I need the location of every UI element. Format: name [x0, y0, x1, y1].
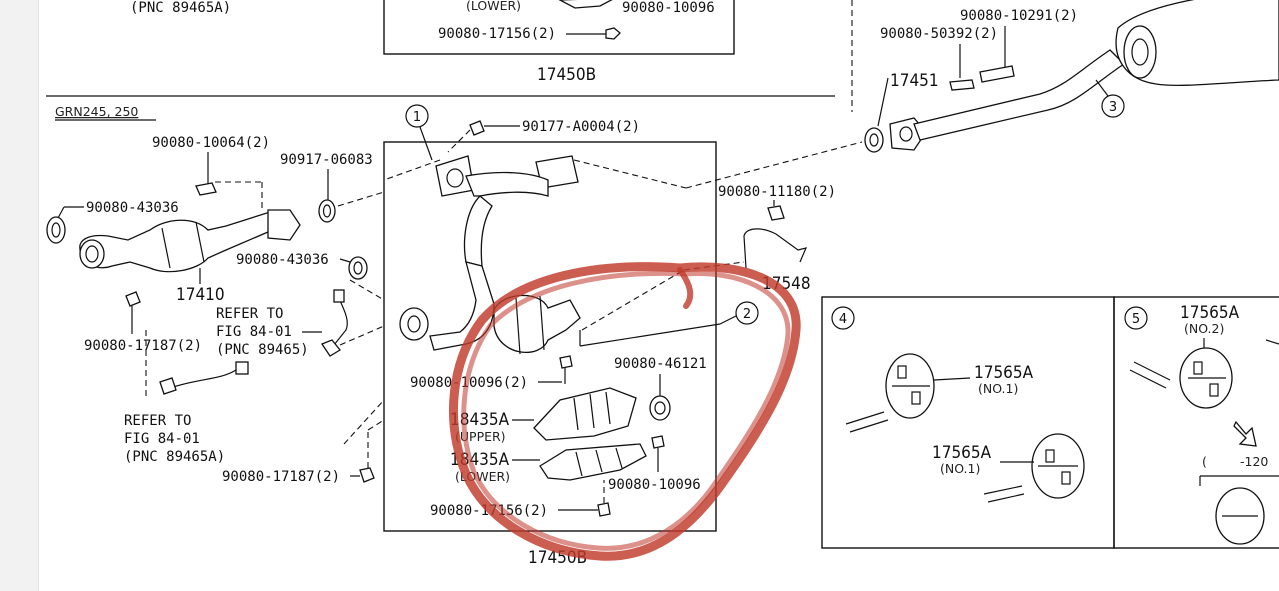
nut-10096-left-part — [559, 355, 573, 369]
part-90080-43036-b-label: 90080-43036 — [236, 252, 329, 268]
gasket-43036-a-part — [46, 216, 66, 244]
direction-arrow-icon — [1233, 420, 1257, 447]
top-pnc-label: (PNC 89465A) — [130, 0, 231, 16]
heat-shield-lower-part — [539, 443, 647, 481]
top-heat-shield-part — [558, 0, 613, 9]
o2-sensor-2-wire — [169, 369, 237, 389]
callout-1 — [405, 104, 429, 128]
grn-label: GRN245, 250 — [55, 104, 138, 119]
front-pipe-down-branch — [463, 195, 493, 267]
o2-sensor-1-part — [321, 339, 341, 357]
part-90080-10096-right-label: 90080-10096 — [608, 477, 701, 493]
callout-3 — [1101, 94, 1125, 118]
clamp-46121-part — [649, 395, 671, 421]
left-margin-bar — [0, 0, 39, 591]
inset-box-5 — [1113, 296, 1279, 549]
top-bolt-part — [605, 27, 621, 40]
callout-2-num: 2 — [743, 307, 751, 322]
top-nut-label: 90080-10096 — [622, 0, 715, 16]
part-90080-10291-label: 90080-10291(2) — [960, 8, 1078, 24]
bolt-10291-part — [979, 65, 1015, 83]
gasket-43036-b-part — [348, 256, 368, 280]
refer2-line3: (PNC 89465A) — [124, 449, 225, 465]
bolt-17156-bottom-part — [597, 502, 611, 517]
paren-partial-label: ( — [1202, 454, 1207, 469]
refer1-line2: FIG 84-01 — [216, 324, 292, 340]
part-90080-17187-b-label: 90080-17187(2) — [222, 469, 340, 485]
converter-outlet-flange-part — [267, 209, 301, 241]
part-90917-06083-label: 90917-06083 — [280, 152, 373, 168]
top-lower-label: (LOWER) — [466, 0, 521, 13]
part-17565A-no2-label: 17565A — [1180, 303, 1240, 323]
muffler-part — [1115, 0, 1279, 86]
part-90080-11180-label: 90080-11180(2) — [718, 184, 836, 200]
center-inset-box — [383, 141, 717, 532]
gasket-17451-part — [864, 127, 884, 153]
nut-17187-b-part — [359, 467, 375, 483]
heat-shield-upper-part — [533, 387, 637, 441]
o2-sensor-2-connector — [235, 361, 249, 375]
part-90177-A0004-label: 90177-A0004(2) — [522, 119, 640, 135]
no1-b-label: (NO.1) — [940, 461, 980, 476]
top-inset-box — [383, 0, 735, 55]
refer1-line3: (PNC 89465) — [216, 342, 309, 358]
callout-5-num: 5 — [1132, 312, 1140, 327]
refer2-line2: FIG 84-01 — [124, 431, 200, 447]
callout-1-num: 1 — [413, 110, 421, 125]
spring-50392-part — [949, 79, 975, 91]
part-17565A-no1-b-label: 17565A — [932, 443, 992, 463]
dim-120-partial-label: -120 — [1240, 454, 1268, 469]
bolt-11180-part — [767, 205, 785, 221]
part-90080-43036-a-label: 90080-43036 — [86, 200, 179, 216]
nut-17187-a-part — [125, 291, 141, 307]
part-90080-46121-label: 90080-46121 — [614, 356, 707, 372]
part-90080-10064-label: 90080-10064(2) — [152, 135, 270, 151]
top-box-label: 17450B — [537, 65, 596, 85]
no1-a-label: (NO.1) — [978, 381, 1018, 396]
refer2-line1: REFER TO — [124, 413, 191, 429]
nut-10096-right-part — [651, 435, 665, 449]
part-17410-label: 17410 — [176, 285, 225, 305]
sensor-17548-wire — [743, 228, 808, 269]
callout-5 — [1124, 306, 1148, 330]
inset-box-4 — [821, 296, 1115, 549]
part-17565A-no1-a-label: 17565A — [974, 363, 1034, 383]
tail-pipe-part — [913, 49, 1126, 141]
bolt-10064-part — [195, 182, 217, 196]
callout-4 — [831, 306, 855, 330]
no2-label: (NO.2) — [1184, 321, 1224, 336]
callout-4-num: 4 — [839, 312, 847, 327]
red-annotation-circle — [448, 262, 801, 561]
o2-sensor-2-part — [159, 377, 177, 395]
front-pipe-inlet-flange — [399, 307, 429, 341]
callout-2 — [735, 301, 759, 325]
bolt-A0004-part — [469, 120, 485, 136]
part-90080-17187-a-label: 90080-17187(2) — [84, 338, 202, 354]
pipe-2-leader — [579, 323, 721, 347]
part-18435A-upper-label: 18435A — [450, 410, 510, 430]
callout-3-num: 3 — [1109, 100, 1117, 115]
part-90080-50392-label: 90080-50392(2) — [880, 26, 998, 42]
front-pipe-upper-branch — [465, 171, 549, 197]
top-bolt-label: 90080-17156(2) — [438, 26, 556, 42]
o2-sensor-1-connector — [333, 289, 345, 303]
refer1-line1: REFER TO — [216, 306, 283, 322]
gasket-06083-part — [318, 199, 336, 223]
part-17451-label: 17451 — [890, 71, 939, 91]
